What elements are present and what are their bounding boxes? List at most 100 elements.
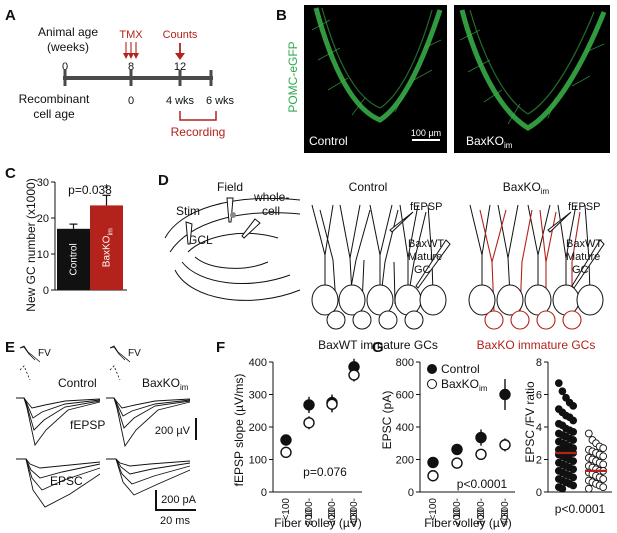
g-xtick-label-2-1: 300 (476, 509, 487, 526)
g-point-1-2 (475, 448, 487, 460)
f-ytick-label-1: 100 (249, 455, 267, 467)
panel-label-f: F (216, 339, 225, 356)
panel-a: A Animal age (weeks) 0 8 12 TMX Counts R… (5, 7, 235, 139)
c-ytick-label-2: 20 (37, 213, 49, 225)
c-ylabel: New GC number (x1000) (24, 178, 38, 311)
fepsp-trace-label: fEPSP (70, 418, 105, 432)
f-point-0-1 (303, 399, 315, 411)
baxko-image-label: BaxKOim (466, 134, 513, 150)
recombinant-label: Recombinant (19, 92, 90, 106)
g-xlabel: Fiber volley (µV) (424, 516, 512, 530)
g2-ytick-label-1: 2 (536, 455, 542, 467)
f-ylabel: fEPSP slope (µV/ms) (232, 374, 246, 487)
g2-point-0-49 (569, 481, 578, 490)
panel-label-e: E (5, 339, 15, 356)
f-xtick-label-1-0: 100- (304, 498, 315, 518)
baxko-immature-cells (484, 310, 582, 330)
recording-label: Recording (171, 125, 226, 139)
g2-point-1-4 (599, 444, 608, 452)
panel-c: C New GC number (x1000) p=0.038 0102030 … (5, 165, 127, 312)
f-ytick-label-2: 200 (249, 422, 267, 434)
scale-bar-pa-ms (155, 490, 196, 511)
c-significance-star: * (104, 181, 109, 195)
epsc-traces-control (20, 458, 101, 508)
g-ytick-label-4: 800 (396, 357, 414, 369)
timeline-ticks (63, 70, 213, 86)
g2-ylabel: EPSC /FV ratio (523, 381, 537, 463)
g-xtick-label-1-1: 200 (452, 509, 463, 526)
epsc-trace-label: EPSC (50, 474, 83, 488)
tick-bottom-0: 0 (128, 95, 134, 107)
tmx-label: TMX (119, 29, 143, 41)
g-point-0-2 (475, 431, 487, 444)
tick-top-0: 0 (62, 61, 68, 73)
g2-ytick-label-4: 8 (536, 357, 542, 369)
fepsp-traces-baxko (110, 397, 191, 448)
g2-point-0-0 (554, 379, 563, 387)
g-point-1-1 (451, 457, 463, 469)
baxko-fepsp-electrode (547, 211, 572, 233)
g2-pvalue: p<0.0001 (555, 502, 606, 516)
panel-label-b: B (276, 7, 287, 24)
hippocampus-outline (164, 197, 301, 301)
panel-d: D GCL Stim Field whole- cell Control (158, 172, 605, 352)
f-xtick-label-3-1: 400 (349, 509, 360, 526)
recording-bracket (179, 111, 217, 121)
f-ytick-label-0: 0 (261, 487, 267, 499)
animal-age-label: Animal age (38, 25, 98, 39)
scale-bar-uv-label: 200 µV (155, 425, 191, 437)
g-xtick-label-3-1: 400 (500, 509, 511, 526)
g-pvalue: p<0.0001 (457, 477, 508, 491)
tick-top-12: 12 (174, 61, 186, 73)
f-xtick-label-3-0: 300- (349, 498, 360, 518)
d-baxko-fepsp: fEPSP (568, 201, 600, 213)
g-point-0-3 (499, 388, 511, 401)
g-xtick-label-1-0: 100- (452, 498, 463, 518)
baxwt-immature-label: BaxWT immature GCs (318, 338, 438, 352)
field-site (230, 212, 236, 218)
legend-control-marker (427, 364, 437, 374)
g2-point-1-24 (599, 475, 608, 483)
c-bar-0 (57, 228, 90, 290)
tmx-arrowheads (123, 53, 139, 59)
fv-label-control: FV (38, 348, 51, 359)
panel-label-c: C (5, 165, 16, 182)
dentate-gyrus-green-baxko (459, 9, 607, 131)
f-point-1-1 (303, 417, 315, 429)
c-ytick-label-3: 30 (37, 177, 49, 189)
d-baxko-mature-3: GC (572, 264, 589, 276)
g2-point-1-29 (599, 483, 608, 491)
micrograph-baxko (454, 5, 610, 153)
control-mature-cells (311, 284, 447, 316)
f-xtick-label-2-1: 300 (327, 509, 338, 526)
d-control-mature-1: BaxWT (408, 238, 444, 250)
pomc-egfp-label: POMC-eGFP (286, 41, 300, 112)
g-point-0-1 (451, 443, 463, 456)
panel-label-g: G (372, 339, 384, 356)
g2-points (554, 379, 608, 493)
dentate-gyrus-green-control (311, 7, 443, 123)
d-control-mature-2: Mature (408, 251, 442, 263)
scale-bar-pa-label: 200 pA (161, 494, 197, 506)
g2-point-0-9 (569, 416, 578, 425)
c-ytick-label-1: 10 (37, 249, 49, 261)
f-point-1-0 (280, 446, 292, 459)
g2-ytick-label-2: 4 (536, 422, 542, 434)
g-xtick-label-3-0: 300- (500, 498, 511, 518)
g2-point-1-30 (584, 484, 593, 493)
d-control-mature-3: GC (414, 264, 431, 276)
legend-baxko-marker (427, 379, 437, 389)
field-label: Field (217, 180, 243, 194)
f-xtick-label-0-0: <100 (281, 498, 292, 521)
g2-point-0-1 (558, 387, 567, 396)
g2-point-1-14 (599, 460, 608, 469)
e-baxko-label: BaxKOim (142, 376, 189, 392)
baxko-mature-cells (468, 284, 604, 316)
panel-b: B POMC-eGFP Control 100 µm BaxKOim (276, 5, 610, 153)
